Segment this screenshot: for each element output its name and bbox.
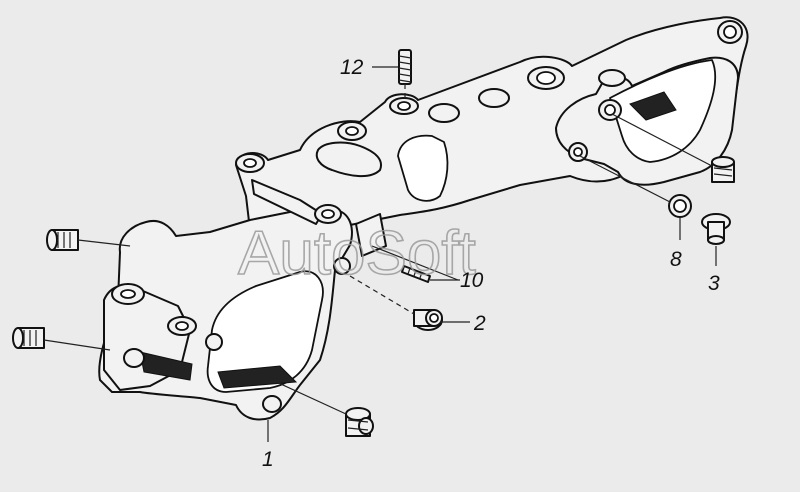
leader-10 bbox=[371, 245, 459, 281]
boss-mid-left-hole-icon bbox=[345, 126, 359, 136]
nut-left-upper bbox=[46, 229, 79, 251]
runner-gasket-window bbox=[397, 134, 449, 202]
fasteners bbox=[12, 49, 735, 437]
front-boss-upper-hole-icon bbox=[321, 209, 335, 219]
label-12: 12 bbox=[340, 56, 364, 79]
axis-bottom bbox=[271, 379, 347, 415]
nut-rear bbox=[711, 156, 735, 183]
stud-12 bbox=[398, 49, 412, 85]
label-1: 1 bbox=[262, 448, 274, 471]
axis-rear-nut bbox=[611, 113, 713, 167]
front-hole-left bbox=[205, 333, 223, 351]
front-flange-port bbox=[206, 270, 324, 393]
nut-left-lower bbox=[12, 327, 45, 349]
boss-outlet-hole-icon bbox=[536, 71, 556, 85]
label-10: 10 bbox=[460, 269, 484, 292]
boss-left-hole-icon bbox=[243, 158, 257, 168]
axis-washer bbox=[579, 155, 671, 203]
label-3: 3 bbox=[708, 272, 720, 295]
front-hole-right bbox=[333, 257, 351, 275]
front-boss-top-hole-icon bbox=[120, 289, 136, 299]
plug-3 bbox=[701, 213, 731, 245]
washer-8 bbox=[668, 194, 692, 218]
boss-mid-right bbox=[478, 88, 510, 108]
front-side-hole bbox=[123, 348, 145, 368]
label-2: 2 bbox=[473, 312, 486, 335]
bolt-10 bbox=[401, 265, 431, 283]
mounting-bracket bbox=[355, 213, 387, 257]
axis-2 bbox=[349, 275, 415, 315]
front-boss-mid-hole-icon bbox=[175, 321, 189, 331]
rear-hole-lower-icon bbox=[573, 147, 583, 157]
casting-bosses bbox=[111, 20, 743, 413]
rear-port-shadow bbox=[629, 91, 677, 121]
axis-left-upper bbox=[77, 239, 131, 247]
boss-rear bbox=[598, 69, 626, 87]
leader-lines bbox=[43, 66, 717, 442]
rear-hole-upper-icon bbox=[604, 104, 616, 116]
label-8: 8 bbox=[670, 248, 682, 271]
runner-rib bbox=[315, 141, 382, 177]
nut-bottom bbox=[345, 407, 374, 437]
watermark-text: AutoSoft bbox=[238, 219, 476, 288]
axis-left-lower bbox=[43, 339, 111, 351]
front-hole-bottom bbox=[262, 395, 282, 413]
nut-2 bbox=[413, 309, 443, 331]
boss-mid bbox=[428, 103, 460, 123]
rear-top-hole-icon bbox=[723, 25, 737, 39]
side-plate-shadow bbox=[139, 351, 193, 381]
stud-12-hole-icon bbox=[397, 101, 411, 111]
